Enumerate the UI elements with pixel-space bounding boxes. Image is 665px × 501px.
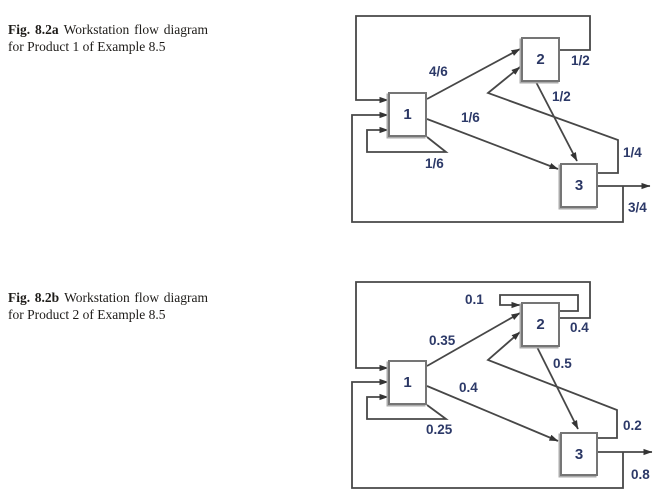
edge-b-2-to-3 xyxy=(536,346,579,430)
diagram-a xyxy=(351,15,651,223)
edge-label-b-3-exit: 0.8 xyxy=(631,467,650,482)
edge-label-b-3-to-2: 0.2 xyxy=(623,418,642,433)
edge-label-a-2-to-1: 1/2 xyxy=(571,53,590,68)
edge-label-a-1-to-3: 1/6 xyxy=(461,110,480,125)
edge-b-3-to-1-return xyxy=(351,378,624,489)
edge-label-b-2-self: 0.1 xyxy=(465,292,484,307)
caption-text-b: Workstation flow diagram for Product 2 o… xyxy=(8,289,208,323)
edge-b-2-self-loop xyxy=(499,294,579,312)
edge-label-a-3-exit: 3/4 xyxy=(628,200,647,215)
edge-label-b-1-self: 0.25 xyxy=(426,422,453,437)
workstation-label: 3 xyxy=(574,177,584,194)
workstation-label: 2 xyxy=(536,51,545,68)
edge-b-2-to-1 xyxy=(355,281,591,372)
workstation-box-1-a: 1 xyxy=(388,92,427,137)
edge-label-a-1-self: 1/6 xyxy=(425,156,444,171)
edge-a-2-to-3 xyxy=(535,81,578,162)
edge-a-3-to-1-return xyxy=(351,111,624,223)
diagram-b xyxy=(351,281,653,489)
workstation-box-2-a: 2 xyxy=(521,37,560,82)
workstation-label: 1 xyxy=(403,106,412,123)
workstation-box-1-b: 1 xyxy=(388,360,427,405)
edge-label-b-1-to-2: 0.35 xyxy=(429,333,456,348)
edge-a-1-to-2 xyxy=(426,48,521,100)
edge-label-a-1-to-2: 4/6 xyxy=(429,64,448,79)
edge-a-2-to-1 xyxy=(355,15,591,104)
edge-label-a-2-to-3: 1/2 xyxy=(552,89,571,104)
caption-text-a: Workstation flow diagram for Product 1 o… xyxy=(8,21,208,55)
edge-a-3-to-2 xyxy=(486,66,619,174)
edge-b-1-to-3 xyxy=(426,385,559,442)
edge-a-1-self-loop xyxy=(366,126,449,153)
caption-label-a: Fig. 8.2a xyxy=(8,21,59,37)
workstation-box-3-b: 3 xyxy=(560,432,598,476)
workstation-label: 2 xyxy=(536,316,545,333)
edge-b-1-self-loop xyxy=(366,393,449,420)
edge-b-3-to-2 xyxy=(486,331,618,439)
workstation-box-3-a: 3 xyxy=(560,163,598,208)
edge-label-b-1-to-3: 0.4 xyxy=(459,380,478,395)
workstation-label: 3 xyxy=(574,445,584,463)
edge-a-1-to-3 xyxy=(426,118,559,170)
workstation-box-2-b: 2 xyxy=(521,302,560,347)
edge-b-1-to-2 xyxy=(426,312,521,367)
workstation-label: 1 xyxy=(403,374,412,391)
edge-label-a-3-to-2: 1/4 xyxy=(623,145,642,160)
edge-label-b-2-to-1: 0.4 xyxy=(570,320,589,335)
caption-label-b: Fig. 8.2b xyxy=(8,289,60,305)
edge-label-b-2-to-3: 0.5 xyxy=(553,356,572,371)
